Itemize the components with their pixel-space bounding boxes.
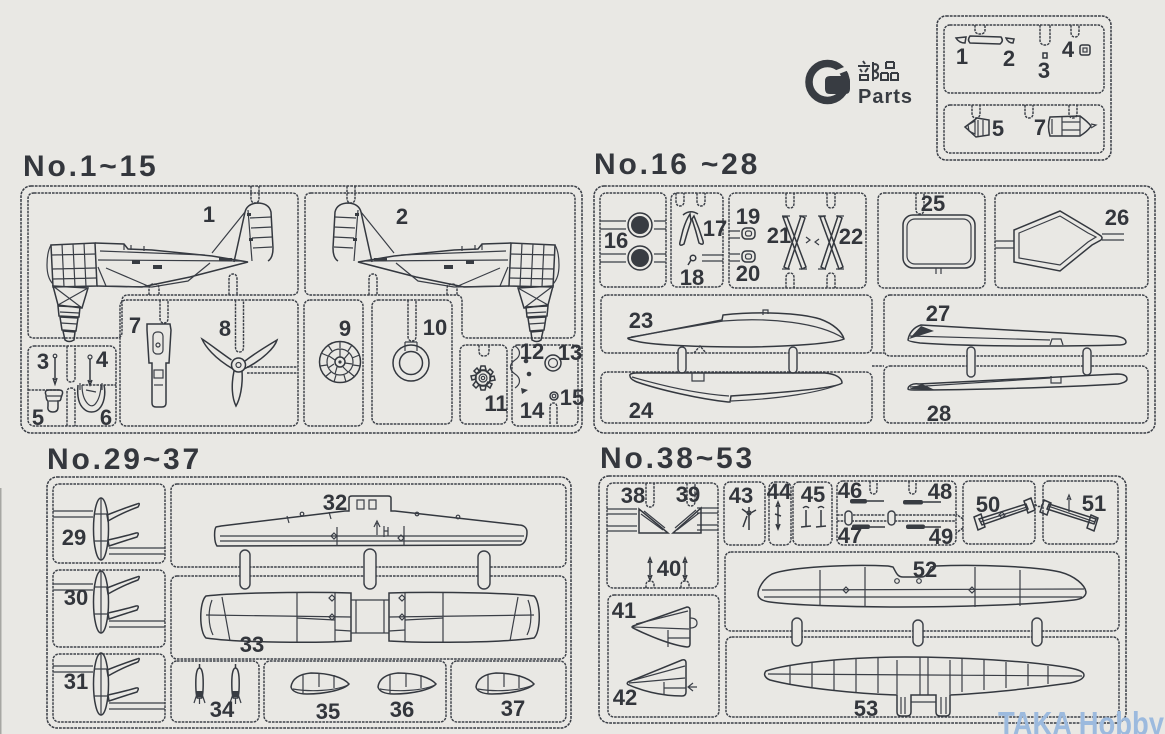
svg-text:47: 47 (838, 523, 862, 548)
svg-text:41: 41 (612, 598, 636, 623)
svg-text:7: 7 (129, 313, 141, 338)
svg-text:43: 43 (729, 483, 753, 508)
svg-text:4: 4 (96, 347, 109, 372)
svg-text:35: 35 (316, 699, 340, 724)
svg-text:6: 6 (100, 405, 112, 430)
svg-text:28: 28 (927, 401, 951, 426)
svg-text:18: 18 (680, 265, 704, 290)
svg-text:8: 8 (219, 316, 231, 341)
svg-text:14: 14 (520, 398, 545, 423)
svg-text:44: 44 (767, 479, 792, 504)
svg-text:9: 9 (339, 316, 351, 341)
svg-text:42: 42 (613, 685, 637, 710)
svg-text:32: 32 (323, 490, 347, 515)
svg-text:49: 49 (929, 524, 953, 549)
svg-text:38: 38 (621, 483, 645, 508)
svg-text:1: 1 (956, 44, 968, 69)
svg-text:17: 17 (703, 216, 727, 241)
svg-text:37: 37 (501, 696, 525, 721)
svg-text:No.29~37: No.29~37 (47, 443, 202, 476)
svg-text:5: 5 (992, 116, 1004, 141)
svg-text:19: 19 (736, 204, 760, 229)
svg-text:51: 51 (1082, 491, 1106, 516)
svg-text:21: 21 (767, 223, 791, 248)
svg-text:46: 46 (838, 478, 862, 503)
svg-text:12: 12 (520, 339, 544, 364)
svg-text:TAKA Hobby: TAKA Hobby (998, 705, 1165, 734)
svg-text:2: 2 (1003, 46, 1015, 71)
svg-text:22: 22 (839, 224, 863, 249)
svg-text:36: 36 (390, 697, 414, 722)
svg-text:16: 16 (604, 228, 628, 253)
svg-text:4: 4 (1062, 37, 1075, 62)
svg-text:13: 13 (558, 340, 582, 365)
svg-text:31: 31 (64, 669, 88, 694)
svg-text:40: 40 (657, 556, 681, 581)
svg-text:29: 29 (62, 525, 86, 550)
svg-text:45: 45 (801, 482, 825, 507)
svg-text:Parts: Parts (858, 86, 913, 108)
svg-text:27: 27 (926, 301, 950, 326)
svg-text:No.1~15: No.1~15 (23, 150, 159, 183)
svg-text:7: 7 (1034, 115, 1046, 140)
svg-text:25: 25 (921, 191, 945, 216)
svg-text:15: 15 (560, 385, 584, 410)
svg-text:11: 11 (484, 391, 507, 416)
svg-text:5: 5 (32, 405, 44, 430)
svg-text:24: 24 (629, 398, 654, 423)
svg-text:2: 2 (396, 204, 408, 229)
svg-text:26: 26 (1105, 205, 1129, 230)
svg-text:20: 20 (736, 261, 760, 286)
svg-text:33: 33 (240, 632, 264, 657)
svg-text:48: 48 (928, 479, 952, 504)
svg-text:No.38~53: No.38~53 (600, 442, 755, 475)
svg-text:52: 52 (913, 557, 937, 582)
svg-text:50: 50 (976, 492, 1000, 517)
svg-text:No.16 ~28: No.16 ~28 (594, 148, 760, 181)
svg-text:23: 23 (629, 308, 653, 333)
svg-text:3: 3 (37, 349, 49, 374)
svg-text:53: 53 (854, 696, 878, 721)
svg-text:39: 39 (676, 482, 700, 507)
svg-text:3: 3 (1038, 58, 1050, 83)
svg-text:34: 34 (210, 697, 235, 722)
svg-text:30: 30 (64, 585, 88, 610)
svg-text:10: 10 (423, 315, 447, 340)
svg-text:1: 1 (203, 202, 215, 227)
